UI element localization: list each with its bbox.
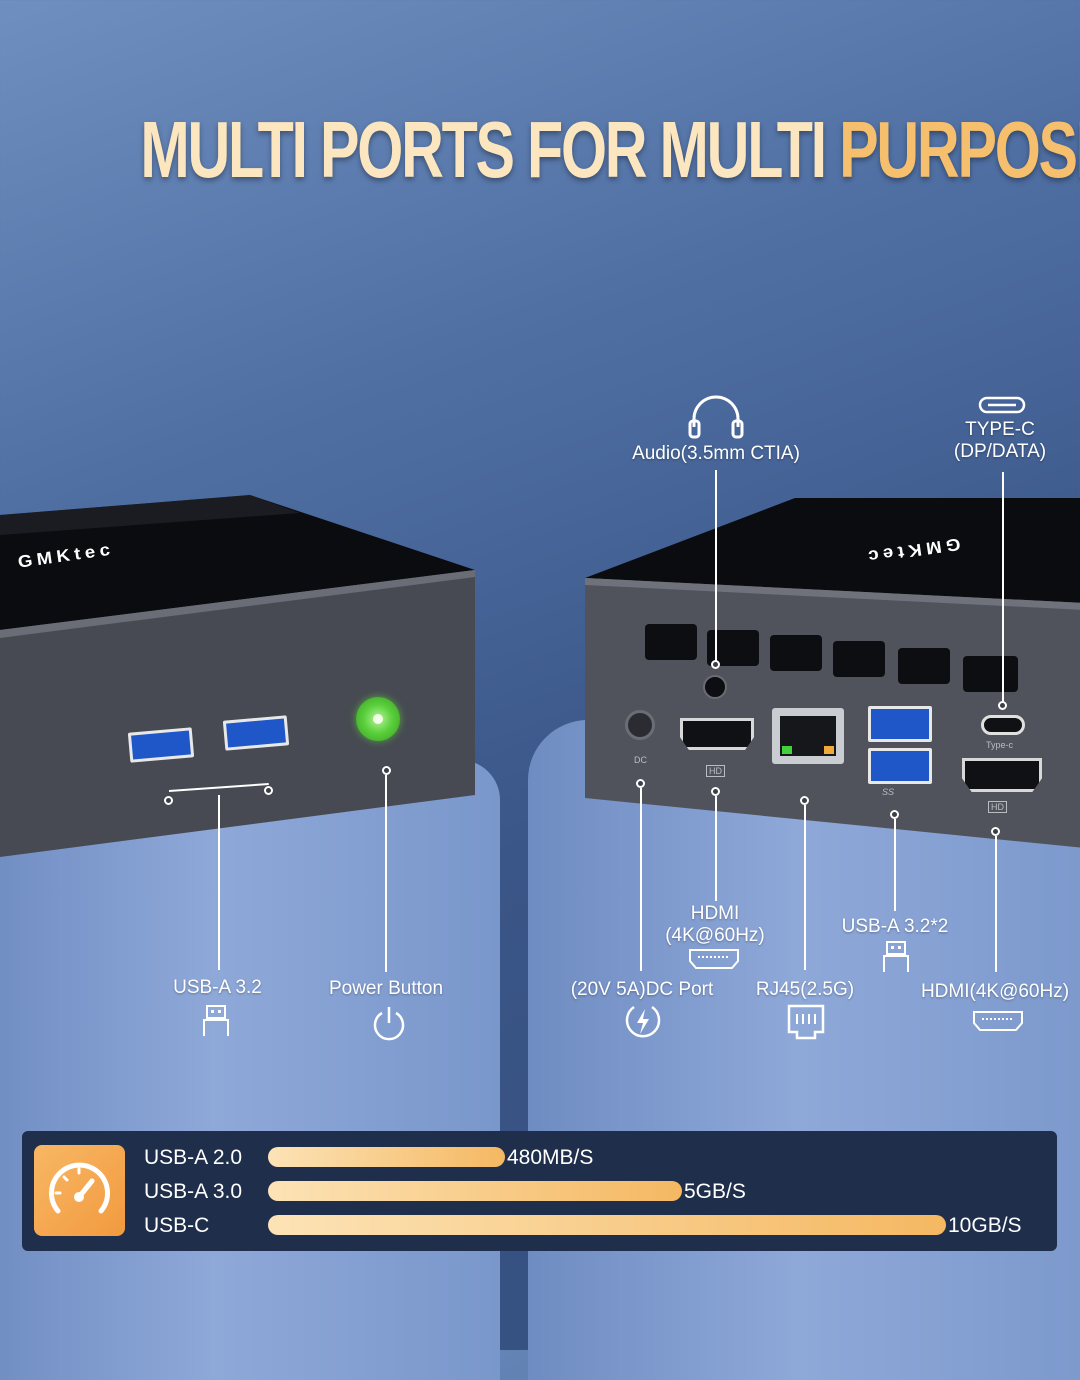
rj45-leader-line: [804, 805, 806, 970]
usb-a-icon: [203, 1005, 229, 1036]
hdmi-icon: [689, 949, 739, 969]
callout-dot: [890, 810, 899, 819]
left-pedestal: [0, 760, 500, 1380]
typec-port: [981, 715, 1025, 735]
hdmi-port-2: [962, 758, 1042, 792]
rear-usb-port-2: [868, 748, 932, 784]
hd-mark-1: HD: [706, 765, 725, 777]
callout-dot: [636, 779, 645, 788]
speed-bar: [268, 1215, 946, 1235]
dc-label: (20V 5A)DC Port: [570, 979, 714, 1000]
hdmi1-leader-line: [715, 796, 717, 901]
dc-leader-line: [640, 788, 642, 971]
vent-5: [898, 648, 950, 684]
hdmi-icon: [973, 1011, 1023, 1031]
speed-value: 10GB/S: [948, 1214, 1022, 1237]
usb-leader-line: [218, 795, 220, 970]
typec-label-line1: TYPE-C: [965, 419, 1035, 440]
callout-dot: [800, 796, 809, 805]
callout-dot: [998, 701, 1007, 710]
front-device: [0, 495, 475, 857]
ss-mark: SS: [882, 787, 895, 797]
rj45-label: RJ45(2.5G): [755, 979, 855, 1000]
front-usb-port-1: [127, 727, 195, 763]
callout-dot: [991, 827, 1000, 836]
speedometer-badge: [34, 1145, 125, 1236]
usb-a-icon: [883, 941, 909, 972]
rj45-port: [772, 708, 844, 764]
title-part-1: MULTI PORTS FOR MULTI: [140, 105, 840, 194]
callout-dot: [264, 786, 273, 795]
front-usb-label: USB-A 3.2: [173, 977, 262, 998]
callout-dot: [711, 787, 720, 796]
power-label: Power Button: [328, 978, 444, 999]
audio-label: Audio(3.5mm CTIA): [632, 443, 800, 464]
speed-value: 5GB/S: [684, 1180, 746, 1203]
speed-bar: [268, 1147, 505, 1167]
typec-leader-line: [1002, 472, 1004, 702]
hdmi2-leader-line: [995, 836, 997, 972]
headphones-icon: [688, 395, 744, 439]
vent-1: [645, 624, 697, 660]
audio-leader-line: [715, 470, 717, 662]
hd-mark-2: HD: [988, 801, 1007, 813]
vent-4: [833, 641, 885, 677]
power-leader-line: [385, 775, 387, 972]
ethernet-icon: [787, 1004, 825, 1040]
vent-3: [770, 635, 822, 671]
power-icon: [373, 1007, 405, 1041]
speed-row-label: USB-C: [144, 1214, 210, 1237]
dc-mark: DC: [634, 755, 647, 765]
typec-label-line2: (DP/DATA): [953, 441, 1047, 462]
vent-6: [963, 656, 1018, 692]
hdmi1-label-line1: HDMI: [690, 903, 740, 924]
front-usb-port-2: [222, 715, 290, 751]
page-title: MULTI PORTS FOR MULTI PURPOSE: [140, 104, 1080, 196]
speed-value: 480MB/S: [507, 1146, 594, 1169]
dc-port: [625, 710, 655, 740]
callout-dot: [382, 766, 391, 775]
lightning-icon: [625, 1005, 661, 1038]
hdmi1-label-line2: (4K@60Hz): [665, 925, 765, 946]
rear-usb-label: USB-A 3.2*2: [841, 916, 949, 937]
usb2-leader-line: [894, 819, 896, 911]
title-part-2: PURPOSE: [839, 105, 1080, 194]
callout-dot: [711, 660, 720, 669]
usb-c-icon: [978, 396, 1026, 414]
rear-usb-port-1: [868, 706, 932, 742]
audio-jack: [703, 675, 727, 699]
hdmi-port-1: [680, 718, 754, 750]
speed-row-label: USB-A 2.0: [144, 1146, 243, 1169]
speedometer-icon: [49, 1162, 110, 1214]
speed-row-label: USB-A 3.0: [144, 1180, 243, 1203]
callout-dot: [164, 796, 173, 805]
hdmi2-label: HDMI(4K@60Hz): [920, 981, 1070, 1002]
speed-bar: [268, 1181, 682, 1201]
power-button[interactable]: [356, 697, 400, 741]
typec-mark: Type-c: [986, 740, 1014, 750]
